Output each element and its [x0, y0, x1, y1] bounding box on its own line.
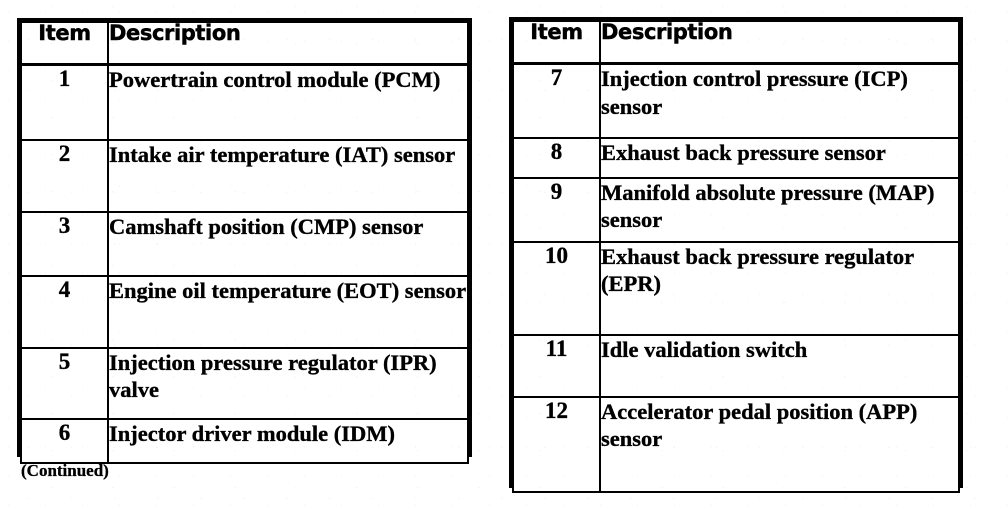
- cell-item-number: 3: [20, 210, 109, 277]
- legend-table-left-grid: Item Description 1 Powertrain control mo…: [20, 21, 469, 464]
- table-row: 10 Exhaust back pressure regulator (EPR): [512, 240, 960, 336]
- column-header-description: Description: [107, 21, 469, 66]
- table-row: 11 Idle validation switch: [512, 333, 960, 398]
- table-row: 8 Exhaust back pressure sensor: [512, 136, 960, 179]
- continued-footnote: (Continued): [21, 461, 109, 480]
- cell-item-description: Exhaust back pressure sensor: [599, 136, 960, 179]
- cell-item-description: Powertrain control module (PCM): [107, 63, 469, 141]
- cell-item-number: 2: [20, 138, 109, 213]
- cell-item-number: 9: [512, 176, 601, 243]
- legend-table-right: Item Description 7 Injection control pre…: [509, 17, 963, 493]
- cell-item-description: Accelerator pedal position (APP) sensor: [599, 395, 960, 493]
- header-row: Item Description: [512, 20, 960, 65]
- legend-table-left: Item Description 1 Powertrain control mo…: [17, 18, 472, 464]
- column-header-item: Item: [512, 20, 601, 65]
- cell-item-description: Idle validation switch: [599, 333, 960, 398]
- cell-item-number: 4: [20, 274, 109, 349]
- table-row: 4 Engine oil temperature (EOT) sensor: [20, 274, 469, 349]
- table-row: 5 Injection pressure regulator (IPR) val…: [20, 346, 469, 420]
- header-row: Item Description: [20, 21, 469, 66]
- cell-item-number: 6: [20, 417, 109, 464]
- table-body-left: 1 Powertrain control module (PCM) 2 Inta…: [20, 63, 469, 464]
- table-body-right: 7 Injection control pressure (ICP) senso…: [512, 62, 960, 493]
- cell-item-description: Exhaust back pressure regulator (EPR): [599, 240, 960, 336]
- table-row: 6 Injector driver module (IDM): [20, 417, 469, 464]
- table-row: 1 Powertrain control module (PCM): [20, 63, 469, 141]
- cell-item-number: 7: [512, 62, 601, 139]
- table-row: 2 Intake air temperature (IAT) sensor: [20, 138, 469, 213]
- cell-item-number: 12: [512, 395, 601, 493]
- column-header-item: Item: [20, 21, 109, 66]
- cell-item-description: Injector driver module (IDM): [107, 417, 469, 464]
- cell-item-number: 1: [20, 63, 109, 141]
- table-row: 9 Manifold absolute pressure (MAP) senso…: [512, 176, 960, 243]
- table-row: 12 Accelerator pedal position (APP) sens…: [512, 395, 960, 493]
- cell-item-description: Camshaft position (CMP) sensor: [107, 210, 469, 277]
- cell-item-description: Engine oil temperature (EOT) sensor: [107, 274, 469, 349]
- table-header-left: Item Description: [20, 21, 469, 66]
- legend-table-right-grid: Item Description 7 Injection control pre…: [512, 20, 960, 493]
- cell-item-number: 5: [20, 346, 109, 420]
- cell-item-description: Injection pressure regulator (IPR) valve: [107, 346, 469, 420]
- cell-item-description: Injection control pressure (ICP) sensor: [599, 62, 960, 139]
- cell-item-description: Intake air temperature (IAT) sensor: [107, 138, 469, 213]
- cell-item-number: 11: [512, 333, 601, 398]
- column-header-description: Description: [599, 20, 960, 65]
- table-row: 3 Camshaft position (CMP) sensor: [20, 210, 469, 277]
- cell-item-number: 8: [512, 136, 601, 179]
- table-row: 7 Injection control pressure (ICP) senso…: [512, 62, 960, 139]
- cell-item-description: Manifold absolute pressure (MAP) sensor: [599, 176, 960, 243]
- cell-item-number: 10: [512, 240, 601, 336]
- table-header-right: Item Description: [512, 20, 960, 65]
